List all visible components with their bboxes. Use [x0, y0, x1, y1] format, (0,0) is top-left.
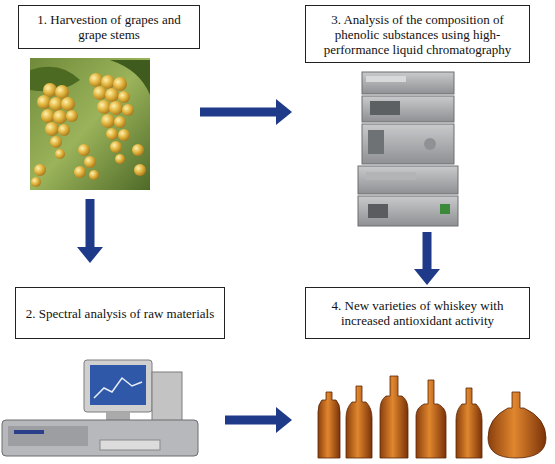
- step-label: 3. Analysis of the composition of phenol…: [312, 12, 523, 57]
- process-step: 2. Spectral analysis of raw materials: [0, 287, 225, 464]
- arrow-head: [414, 269, 440, 285]
- process-step: 3. Analysis of the composition of phenol…: [300, 5, 535, 228]
- step-box: 1. Harvestion of grapes and grape stems: [18, 5, 200, 49]
- arrow-head: [276, 99, 292, 125]
- grapes-photo: [30, 58, 150, 190]
- hplc-instrument: [358, 72, 458, 226]
- process-step: 1. Harvestion of grapes and grape stems: [15, 5, 200, 195]
- flow-arrow: [225, 407, 292, 433]
- arrow-shaft: [86, 199, 95, 249]
- arrow-shaft: [200, 108, 278, 117]
- step-box: 2. Spectral analysis of raw materials: [15, 287, 225, 339]
- step-box: 3. Analysis of the composition of phenol…: [305, 5, 530, 63]
- whiskey-bottles: [318, 376, 546, 458]
- arrow-head: [77, 247, 103, 263]
- step-label: 2. Spectral analysis of raw materials: [26, 306, 214, 321]
- step-label: 1. Harvestion of grapes and grape stems: [25, 12, 193, 42]
- arrow-shaft: [225, 416, 278, 425]
- flow-arrow: [77, 199, 103, 263]
- flow-arrow: [414, 232, 440, 285]
- flow-arrow: [200, 99, 292, 125]
- step-box: 4. New varieties of whiskey with increas…: [305, 287, 530, 339]
- spectrometer: [2, 360, 198, 456]
- arrow-shaft: [423, 232, 432, 271]
- step-label: 4. New varieties of whiskey with increas…: [312, 298, 523, 328]
- process-step: 4. New varieties of whiskey with increas…: [300, 287, 550, 464]
- arrow-head: [276, 407, 292, 433]
